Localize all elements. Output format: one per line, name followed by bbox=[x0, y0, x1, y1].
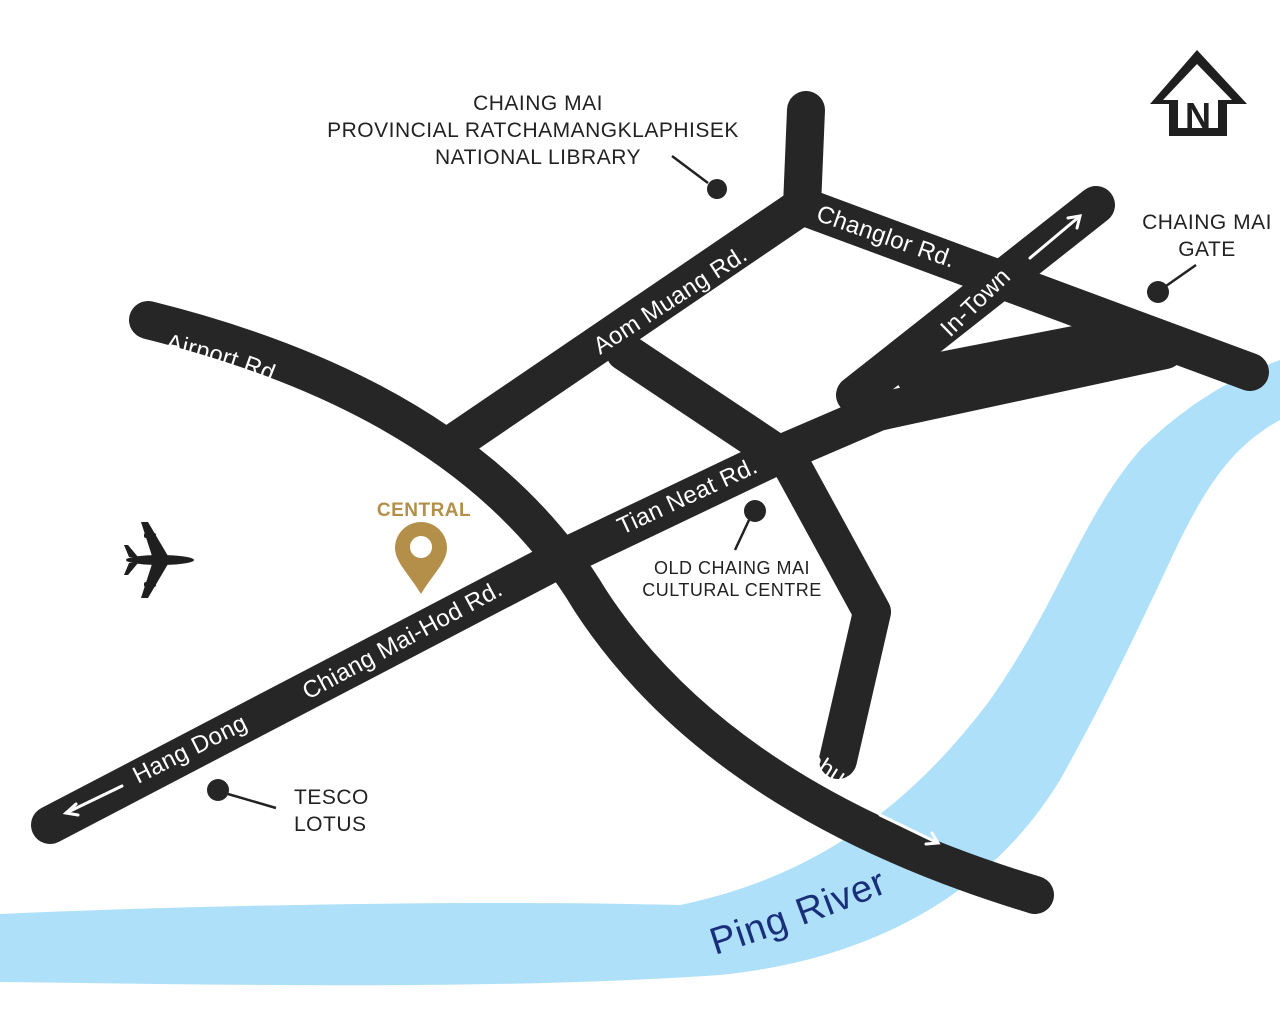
chiang-mai-gate-landmark: CHAING MAI GATE bbox=[1142, 211, 1272, 303]
library-label-line-3: NATIONAL LIBRARY bbox=[435, 146, 641, 169]
changlor-road bbox=[783, 187, 1269, 391]
gate-label-line-1: CHAING MAI bbox=[1142, 211, 1272, 234]
cross-connector-road bbox=[606, 333, 891, 779]
library-label-line-2: PROVINCIAL RATCHAMANGKLAPHISEK bbox=[327, 119, 739, 142]
tesco-lotus-landmark: TESCO LOTUS bbox=[207, 779, 369, 836]
central-landmark: CENTRAL bbox=[377, 500, 471, 594]
national-library-landmark: CHAING MAI PROVINCIAL RATCHAMANGKLAPHISE… bbox=[327, 92, 739, 199]
cultural-centre-dot bbox=[744, 500, 766, 522]
library-label-line-1: CHAING MAI bbox=[473, 92, 603, 115]
library-dot bbox=[707, 179, 727, 199]
cultural-centre-label-line-2: CULTURAL CENTRE bbox=[642, 580, 822, 600]
cultural-centre-landmark: OLD CHAING MAI CULTURAL CENTRE bbox=[642, 500, 822, 600]
gate-dot bbox=[1147, 281, 1169, 303]
airport-road bbox=[129, 301, 1054, 914]
ping-river bbox=[0, 360, 1280, 986]
gate-label-line-2: GATE bbox=[1178, 238, 1236, 261]
chiang-mai-hod-road-label: Chiang Mai-Hod Rd. bbox=[298, 576, 507, 706]
cultural-centre-label-line-1: OLD CHAING MAI bbox=[654, 558, 810, 578]
library-leader-line bbox=[671, 155, 709, 184]
location-pin-icon bbox=[395, 522, 447, 594]
lamphum-arrow-icon bbox=[878, 813, 941, 846]
road-network bbox=[31, 91, 1269, 914]
cultural-centre-leader-line bbox=[733, 519, 751, 551]
tesco-leader-line bbox=[227, 792, 277, 810]
central-label: CENTRAL bbox=[377, 500, 471, 521]
north-arrow-icon: N bbox=[1150, 50, 1247, 136]
hang-dong-arrow-icon bbox=[62, 784, 124, 817]
in-town-loop-road bbox=[896, 321, 1119, 395]
aom-muang-road bbox=[436, 187, 821, 461]
in-town-arrow-icon bbox=[1028, 214, 1083, 260]
aom-muang-road-label: Aom Muang Rd. bbox=[589, 241, 753, 360]
north-letter: N bbox=[1185, 95, 1211, 136]
tian-neat-road-label: Tian Neat Rd. bbox=[613, 453, 762, 541]
gate-leader-line bbox=[1165, 263, 1197, 288]
tesco-label-line-2: LOTUS bbox=[294, 813, 367, 836]
tesco-dot bbox=[207, 779, 229, 801]
airplane-icon bbox=[124, 522, 194, 598]
tesco-label-line-1: TESCO bbox=[294, 786, 369, 809]
